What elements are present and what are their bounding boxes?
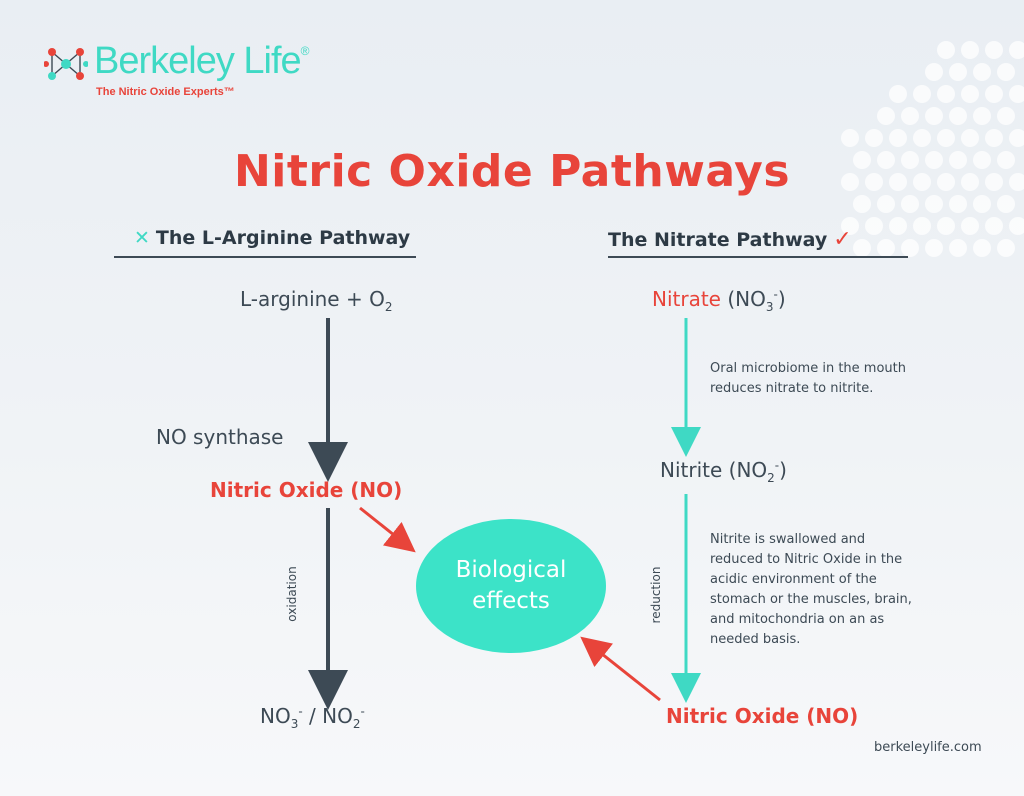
decorative-dot — [853, 239, 871, 257]
decorative-dot — [889, 217, 907, 235]
brand-tagline: The Nitric Oxide Experts™ — [96, 86, 235, 98]
decorative-dot — [961, 217, 979, 235]
decorative-dot — [877, 151, 895, 169]
right-pathway-heading: The Nitrate Pathway✓ — [608, 227, 852, 252]
decorative-dot — [1009, 173, 1024, 191]
arrow-left-no-to-effects — [359, 506, 416, 553]
decorative-dot — [913, 217, 931, 235]
decorative-dot — [973, 195, 991, 213]
decorative-dot — [913, 129, 931, 147]
oxidation-label: oxidation — [285, 566, 299, 622]
decorative-dot — [997, 151, 1015, 169]
decorative-dot — [865, 217, 883, 235]
decorative-dot — [937, 217, 955, 235]
decorative-dot — [877, 239, 895, 257]
decorative-dot — [865, 129, 883, 147]
decorative-dot — [841, 217, 859, 235]
left-pathway-heading: ✕The L-Arginine Pathway — [134, 227, 411, 249]
enzyme-label: NO synthase — [156, 425, 284, 449]
decorative-dot — [1009, 217, 1024, 235]
decorative-dot — [949, 63, 967, 81]
left-start-node: L-arginine + O2 — [240, 287, 393, 314]
decorative-dot — [937, 173, 955, 191]
decorative-dot — [985, 129, 1003, 147]
decorative-dot — [889, 173, 907, 191]
decorative-dot — [913, 173, 931, 191]
right-nitric-oxide-node: Nitric Oxide (NO) — [666, 704, 859, 728]
decorative-dot — [925, 63, 943, 81]
decorative-dot — [961, 85, 979, 103]
decorative-dot — [997, 63, 1015, 81]
decorative-dot — [961, 41, 979, 59]
decorative-dot — [925, 107, 943, 125]
decorative-dot — [985, 85, 1003, 103]
page-title: Nitric Oxide Pathways — [233, 146, 791, 197]
decorative-dot — [937, 85, 955, 103]
decorative-dot — [901, 239, 919, 257]
decorative-dot — [877, 195, 895, 213]
decorative-dot — [937, 41, 955, 59]
decorative-dot — [877, 107, 895, 125]
decorative-dot — [961, 129, 979, 147]
left-end-node: NO3- / NO2- — [260, 704, 365, 731]
decorative-dot — [1009, 41, 1024, 59]
decorative-dot — [973, 239, 991, 257]
decorative-dot — [961, 173, 979, 191]
decorative-dot — [973, 107, 991, 125]
decorative-dot — [889, 129, 907, 147]
decorative-dot — [973, 63, 991, 81]
right-heading-rule — [608, 256, 908, 258]
decorative-dot — [949, 239, 967, 257]
decorative-dot — [985, 173, 1003, 191]
decorative-dot — [889, 85, 907, 103]
decorative-dot — [925, 195, 943, 213]
reduction-label: reduction — [649, 566, 663, 624]
decorative-dot — [853, 195, 871, 213]
decorative-dot — [901, 195, 919, 213]
cross-icon: ✕ — [134, 227, 150, 249]
decorative-dot — [985, 41, 1003, 59]
decorative-dot — [841, 129, 859, 147]
decorative-dot — [1009, 129, 1024, 147]
decorative-dot — [949, 107, 967, 125]
footer-url: berkeleylife.com — [874, 740, 982, 755]
decorative-dot — [973, 151, 991, 169]
decorative-dot — [997, 107, 1015, 125]
decorative-dot — [1009, 85, 1024, 103]
oral-microbiome-note: Oral microbiome in the mouth reduces nit… — [710, 361, 906, 396]
molecule-logo-icon — [44, 48, 88, 80]
decorative-dot — [901, 151, 919, 169]
decorative-dot — [949, 151, 967, 169]
decorative-dot — [913, 85, 931, 103]
decorative-dot — [925, 239, 943, 257]
nitrite-node: Nitrite (NO2-) — [660, 458, 787, 485]
left-nitric-oxide-node: Nitric Oxide (NO) — [210, 478, 403, 502]
left-heading-rule — [114, 256, 416, 258]
decorative-dot — [937, 129, 955, 147]
decorative-dot — [985, 217, 1003, 235]
decorative-dot — [865, 173, 883, 191]
nitrite-reduction-note: Nitrite is swallowed and reduced to Nitr… — [710, 532, 912, 647]
decorative-dot — [949, 195, 967, 213]
decorative-dot — [841, 173, 859, 191]
decorative-dot — [997, 195, 1015, 213]
decorative-dot — [853, 151, 871, 169]
arrow-right-no-to-effects — [580, 636, 661, 702]
check-icon: ✓ — [833, 227, 852, 252]
brand-name: Berkeley Life® — [94, 40, 309, 82]
decorative-dots — [841, 41, 1024, 257]
decorative-dot — [925, 151, 943, 169]
decorative-dot — [997, 239, 1015, 257]
nitrate-node: Nitrate (NO3-) — [652, 287, 786, 314]
decorative-dot — [901, 107, 919, 125]
